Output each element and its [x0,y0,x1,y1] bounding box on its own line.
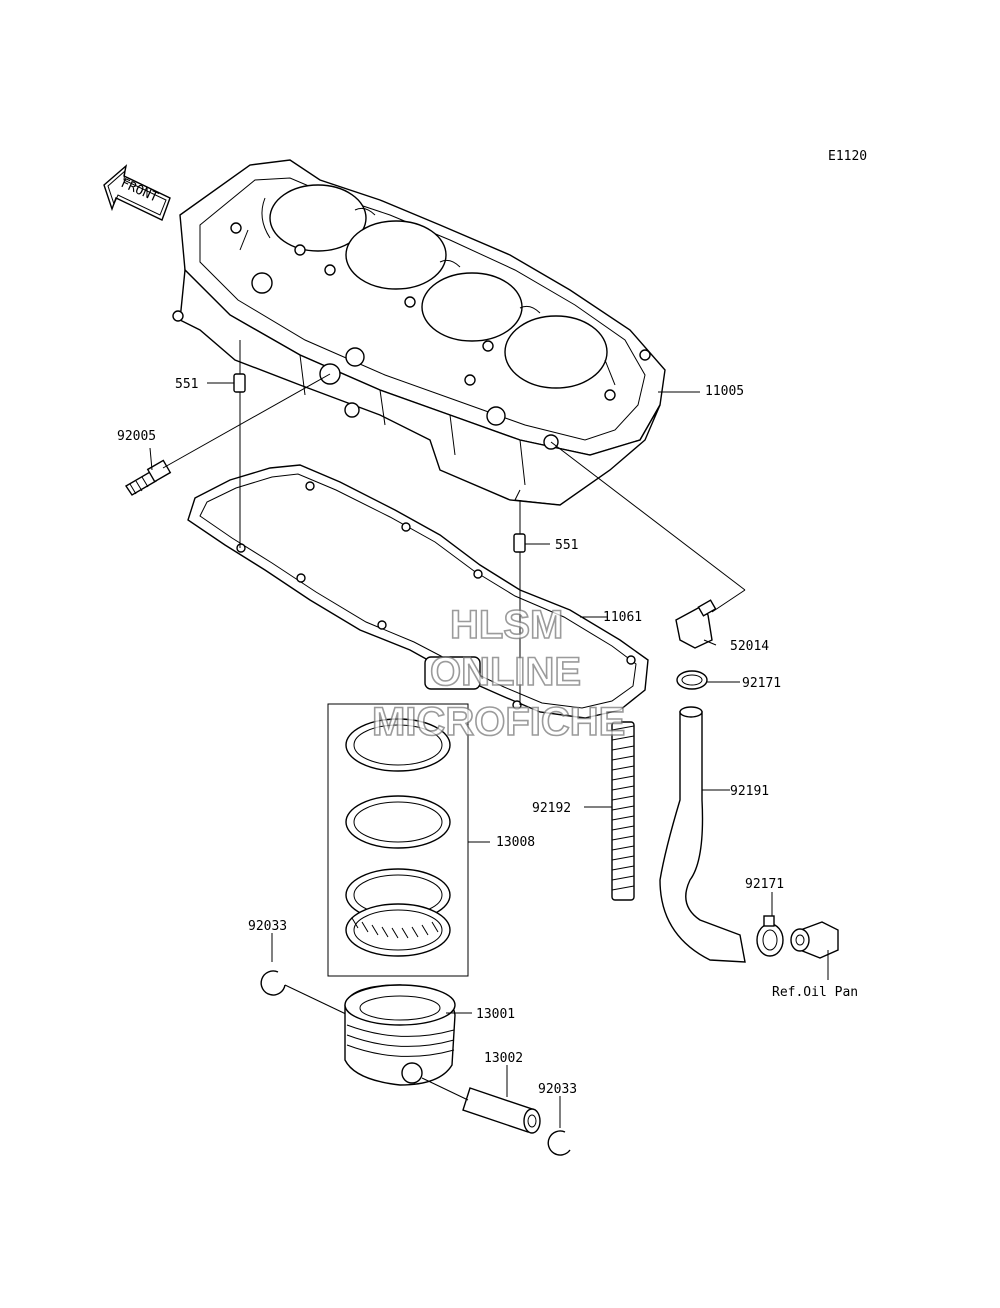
watermark-line3: MICROFICHE [372,700,625,744]
label-52014: 52014 [730,639,769,654]
cylinder-block [172,159,666,506]
label-92171-bottom: 92171 [745,877,784,892]
label-13008: 13008 [496,835,535,850]
label-92033-right: 92033 [538,1082,577,1097]
plug-92005: 92005 [117,373,331,496]
piston-pin-13002: 13002 [421,1051,541,1134]
label-ref-oil-pan: Ref.Oil Pan [772,985,858,1000]
dowel-pin-right: 551 [513,500,578,705]
hose-clamp-top: 92171 [676,670,781,691]
piston-13001: 13001 [344,984,515,1086]
stud-92192: 92192 [532,721,635,901]
oil-pan-fitting: Ref.Oil Pan [772,921,858,1000]
label-11061: 11061 [603,610,642,625]
label-11005: 11005 [705,384,744,399]
oil-hose-92191: 92191 [659,706,769,963]
dowel-pin-left: 551 [175,340,246,548]
label-92171-top: 92171 [742,676,781,691]
front-arrow-icon: FRONT [103,164,171,221]
label-551-left: 551 [175,377,198,392]
watermark-line2: ONLINE [430,650,581,694]
diagram-code: E1120 [828,149,867,164]
circlip-right: 92033 [538,1082,577,1156]
circlip-left: 92033 [248,919,349,1016]
label-92005: 92005 [117,429,156,444]
label-92191: 92191 [730,784,769,799]
hose-clamp-bottom: 92171 [745,877,784,957]
watermark-line1: HLSM [450,603,563,647]
piston-ring-set-13008: 13008 [327,703,535,977]
label-551-right: 551 [555,538,578,553]
elbow-fitting-52014: 52014 [550,441,769,654]
label-13002: 13002 [484,1051,523,1066]
label-13001: 13001 [476,1007,515,1022]
head-gasket [187,464,649,719]
label-92192: 92192 [532,801,571,816]
watermark: HLSM ONLINE MICROFICHE [371,602,626,745]
label-92033-left: 92033 [248,919,287,934]
